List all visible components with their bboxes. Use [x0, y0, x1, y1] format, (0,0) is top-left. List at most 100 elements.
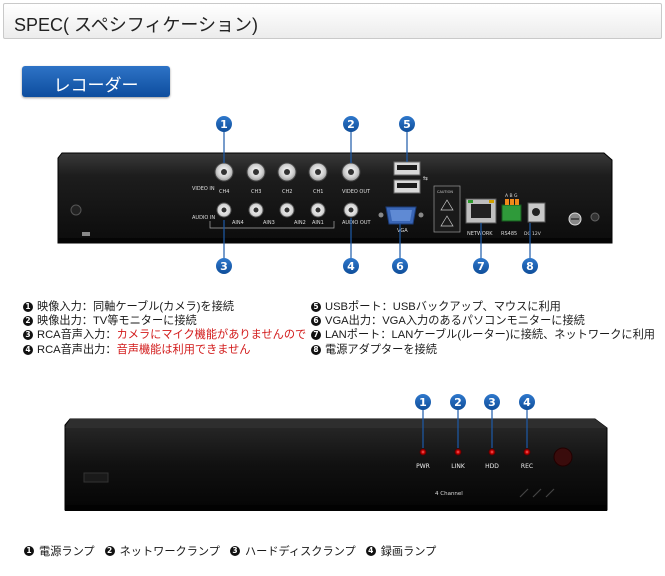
legend-text: USBポート：USBバックアップ、マウスに利用	[325, 301, 561, 313]
legend-desc: TV等モニターに接続	[92, 315, 197, 328]
legend-item: 3 RCA音声入力： カメラにマイク機能がありませんので	[23, 328, 306, 342]
video-in-label: VIDEO IN	[192, 186, 215, 192]
rear-callout-8: 8	[526, 260, 534, 273]
legend-text: LANポート：LANケーブル(ルーター)に接続、ネットワークに利用	[325, 329, 655, 342]
ch1-label: CH1	[313, 189, 323, 195]
rs485-label: RS485	[501, 231, 517, 237]
ain4-label: AIN4	[232, 220, 244, 226]
caution-text: CAUTION	[437, 190, 453, 194]
vga-port	[378, 206, 424, 225]
rear-callout-5: 5	[403, 118, 411, 131]
legend-item: 2 映像出力： TV等モニターに接続	[23, 314, 306, 328]
vga-label: VGA	[397, 228, 408, 234]
audio-in-connectors	[216, 202, 326, 218]
network-label: NETWORK	[467, 231, 493, 237]
legend-item: 8 電源アダプターを接続	[311, 343, 655, 357]
channel-text: 4 Channel	[435, 491, 463, 497]
rear-callout-1: 1	[220, 118, 228, 131]
section-tab-recorder: レコーダー	[22, 66, 170, 97]
ch4-label: CH4	[219, 189, 229, 195]
rear-callout-6: 6	[396, 260, 404, 273]
legend-text: 電源ランプ	[39, 546, 95, 558]
front-callouts: 1 2 3 4	[415, 394, 535, 410]
page-header: SPEC( スペシフィケーション)	[3, 3, 662, 39]
legend-label: 映像入力：	[37, 301, 93, 313]
legend-number: 2	[23, 316, 33, 327]
legend-item: 6 VGA出力：VGA入力のあるパソコンモニターに接続	[311, 314, 655, 328]
legend-number: 1	[23, 302, 33, 313]
legend-item: 7 LANポート：LANケーブル(ルーター)に接続、ネットワークに利用	[311, 328, 655, 342]
dc-power-jack	[527, 202, 546, 223]
audio-out-label: AUDIO OUT	[342, 220, 372, 226]
front-legend: 1 電源ランプ 2 ネットワークランプ 3 ハードディスクランプ 4 録画ランプ	[24, 543, 446, 559]
legend-number: 2	[104, 546, 115, 556]
legend-number: 4	[23, 344, 33, 355]
rear-callout-7: 7	[477, 260, 485, 273]
rear-callout-lines	[223, 131, 531, 259]
front-panel: PWR LINK HDD REC 4 Channel	[64, 418, 608, 511]
front-callout-4: 4	[523, 396, 531, 409]
legend-number: 6	[311, 316, 321, 327]
svg-text:⇆: ⇆	[423, 175, 428, 182]
hdd-led	[488, 448, 496, 456]
legend-desc: 同軸ケーブル(カメラ)を接続	[92, 301, 234, 313]
rec-label: REC	[521, 463, 533, 470]
legend-item: 4 録画ランプ	[365, 543, 437, 559]
caution-label: CAUTION	[433, 185, 461, 233]
audio-in-label: AUDIO IN	[192, 215, 215, 221]
video-out-label: VIDEO OUT	[342, 189, 371, 195]
legend-label: 映像出力：	[37, 315, 93, 328]
legend-item: 4 RCA音声出力： 音声機能は利用できません	[23, 343, 306, 357]
rear-callout-3: 3	[220, 260, 228, 273]
hdd-label: HDD	[485, 463, 499, 470]
ch3-label: CH3	[251, 189, 261, 195]
rear-legend-right: 5 USBポート：USBバックアップ、マウスに利用 6 VGA出力：VGA入力の…	[311, 300, 655, 357]
legend-text: 録画ランプ	[380, 546, 437, 558]
ain1-label: AIN1	[312, 220, 324, 226]
legend-item: 1 電源ランプ	[24, 543, 95, 559]
ain3-label: AIN3	[263, 220, 275, 226]
legend-label: RCA音声出力：	[37, 343, 117, 356]
pwr-label: PWR	[416, 463, 430, 470]
legend-text: VGA出力：VGA入力のあるパソコンモニターに接続	[325, 315, 585, 328]
rec-led	[523, 448, 531, 456]
ain2-label: AIN2	[294, 220, 306, 226]
rs485-pins-label: A B G	[505, 193, 518, 199]
network-port	[465, 198, 497, 224]
rear-callouts: 1 2 5 3 4 6 7 8	[216, 116, 538, 274]
front-callout-lines	[422, 409, 528, 448]
link-led	[454, 448, 462, 456]
rear-callout-4: 4	[347, 260, 355, 273]
legend-item: 5 USBポート：USBバックアップ、マウスに利用	[311, 300, 655, 314]
legend-label: RCA音声入力：	[37, 329, 117, 342]
ir-receiver	[553, 447, 573, 467]
legend-number: 3	[23, 330, 33, 341]
rear-callout-2: 2	[347, 118, 355, 131]
legend-item: 1 映像入力： 同軸ケーブル(カメラ)を接続	[23, 300, 306, 314]
front-callout-2: 2	[454, 396, 462, 409]
legend-warning: カメラにマイク機能がありませんので	[116, 329, 307, 342]
legend-number: 3	[229, 546, 240, 556]
legend-item: 3 ハードディスクランプ	[229, 543, 356, 559]
legend-warning: 音声機能は利用できません	[116, 343, 251, 356]
dc-label: DC 12V	[524, 231, 542, 237]
video-in-connectors	[214, 162, 328, 182]
legend-text: ネットワークランプ	[119, 546, 220, 558]
legend-text: ハードディスクランプ	[244, 546, 356, 558]
legend-number: 1	[24, 546, 34, 556]
front-callout-1: 1	[419, 396, 427, 409]
rear-panel: VIDEO IN CH4 CH3 CH2 CH1 AUDIO IN AIN4 A…	[57, 152, 613, 244]
legend-number: 4	[365, 546, 376, 556]
rs485-terminal	[501, 199, 522, 222]
section-tab-label: レコーダー	[53, 76, 139, 96]
link-label: LINK	[451, 463, 466, 470]
page-title: SPEC( スペシフィケーション)	[14, 15, 259, 35]
legend-number: 5	[311, 302, 321, 313]
legend-text: 電源アダプターを接続	[325, 343, 437, 356]
rear-legend-left: 1 映像入力： 同軸ケーブル(カメラ)を接続 2 映像出力： TV等モニターに接…	[23, 300, 306, 357]
ch2-label: CH2	[282, 189, 292, 195]
legend-number: 7	[311, 330, 321, 341]
front-callout-3: 3	[488, 396, 496, 409]
usb-ports: ⇆	[393, 161, 428, 194]
